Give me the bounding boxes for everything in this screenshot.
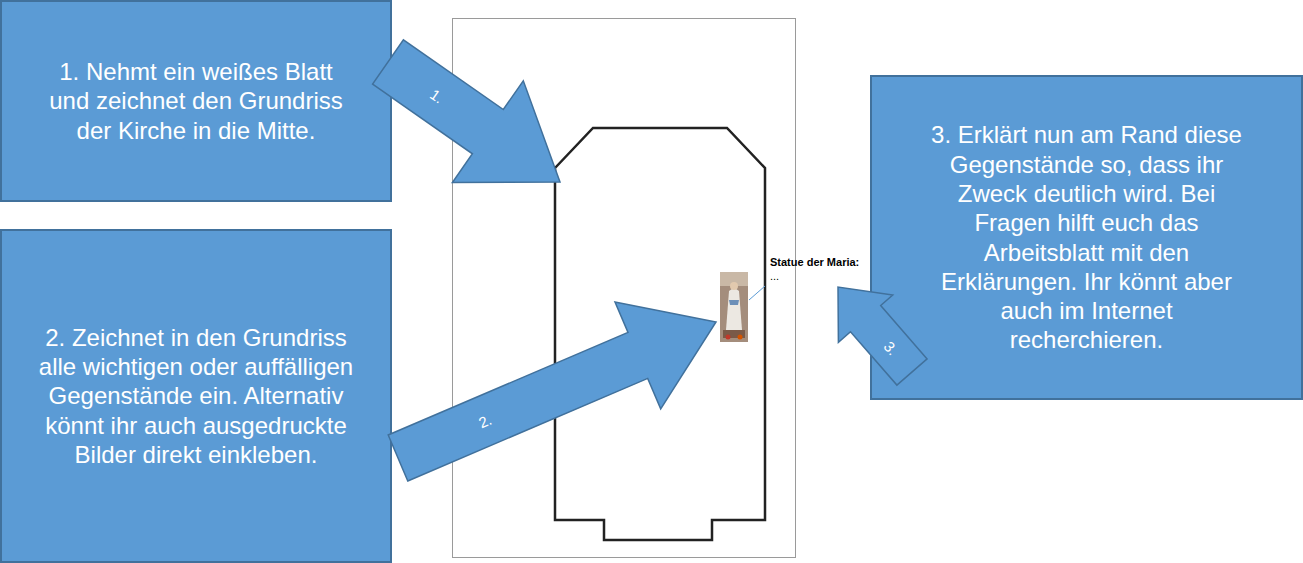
- paper-sheet: [453, 19, 796, 558]
- instruction-text: 2. Zeichnet in den Grundriss alle wichti…: [38, 323, 354, 469]
- block-arrow: [373, 40, 560, 183]
- instruction-box: 1. Nehmt ein weißes Blatt und zeichnet d…: [0, 0, 392, 202]
- instruction-text: 3. Erklärt nun am Rand diese Gegenstände…: [927, 120, 1246, 354]
- block-arrow: [838, 287, 927, 385]
- instruction-box: 3. Erklärt nun am Rand diese Gegenstände…: [870, 75, 1303, 400]
- instruction-text: 1. Nehmt ein weißes Blatt und zeichnet d…: [38, 57, 354, 145]
- block-arrow: [388, 302, 716, 481]
- placeholder-text: ...: [770, 270, 779, 282]
- item-label: Statue der Maria:: [770, 256, 859, 268]
- instruction-box: 2. Zeichnet in den Grundriss alle wichti…: [0, 229, 392, 563]
- leader-line: [749, 286, 765, 300]
- statue-picture: [720, 272, 748, 342]
